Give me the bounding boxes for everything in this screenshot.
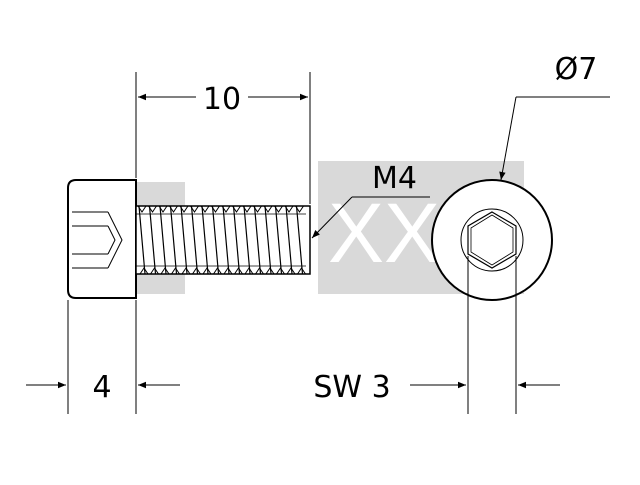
thread-tooth-top	[179, 205, 189, 213]
thread-tooth-top	[253, 205, 262, 213]
thread-tooth-bottom	[171, 267, 180, 275]
thread-tooth-bottom	[192, 267, 201, 275]
head-height-label: 4	[92, 370, 111, 405]
thread-tooth-bottom	[150, 267, 159, 275]
thread-crest	[232, 205, 241, 275]
thread-tooth-top	[284, 205, 294, 213]
thread-label: M4	[372, 161, 417, 196]
thread-tooth-top	[148, 205, 157, 213]
thread-tooth-top	[190, 205, 199, 213]
thread-tooth-top	[274, 205, 283, 213]
thread-crest	[295, 205, 304, 275]
screw-end-view	[431, 179, 553, 301]
thread-tooth-top	[221, 205, 231, 213]
thread-crest	[285, 205, 293, 275]
diameter-callout	[499, 96, 610, 181]
socket-cone-inner	[107, 225, 116, 255]
thread-crest	[243, 205, 251, 275]
hex-socket-outer	[467, 211, 517, 269]
head-outer-circle	[431, 179, 553, 301]
thread-crest	[169, 205, 178, 275]
thread-tooth-bottom	[139, 267, 149, 275]
thread-crest	[138, 205, 146, 275]
dimension-length	[135, 72, 311, 204]
hex-socket-inner	[470, 214, 514, 266]
thread-tooth-top	[232, 205, 241, 213]
thread-tooth-bottom	[160, 267, 170, 275]
thread-crest	[201, 205, 209, 275]
thread-crest	[159, 205, 167, 275]
diameter-leader	[499, 96, 517, 181]
thread-tooth-bottom	[255, 267, 264, 275]
shaft-outline	[135, 205, 311, 275]
hex-socket-label: SW 3	[313, 370, 390, 405]
thread-tooth-top	[263, 205, 273, 213]
length-label: 10	[203, 82, 241, 117]
thread-crest	[222, 205, 230, 275]
thread-callout	[311, 196, 430, 239]
thread-tooth-bottom	[234, 267, 243, 275]
screw-head-outline	[67, 179, 137, 299]
thread-tooth-bottom	[213, 267, 222, 275]
thread-tooth-bottom	[244, 267, 254, 275]
thread-tooth-bottom	[181, 267, 191, 275]
socket-cone	[107, 211, 123, 269]
dimension-hex-socket	[410, 256, 560, 414]
thread-tooth-top	[242, 205, 252, 213]
threaded-shaft	[135, 205, 311, 275]
thread-tooth-top	[211, 205, 220, 213]
thread-crest	[148, 205, 157, 275]
socket-circle	[460, 208, 524, 272]
thread-tooth-bottom	[276, 267, 285, 275]
thread-crest	[211, 205, 220, 275]
thread-tooth-top	[169, 205, 178, 213]
screw-head-side-view	[67, 179, 137, 299]
thread-tooth-bottom	[286, 267, 296, 275]
thread-pattern	[137, 205, 306, 275]
diameter-label: Ø7	[555, 52, 598, 87]
thread-crest	[253, 205, 262, 275]
thread-callout-leader	[311, 196, 353, 239]
thread-tooth-bottom	[265, 267, 275, 275]
thread-crest	[274, 205, 283, 275]
thread-crest	[190, 205, 199, 275]
thread-tooth-bottom	[223, 267, 233, 275]
thread-crest	[180, 205, 188, 275]
thread-tooth-top	[137, 205, 147, 213]
thread-tooth-top	[158, 205, 168, 213]
thread-tooth-top	[200, 205, 210, 213]
thread-tooth-bottom	[202, 267, 212, 275]
thread-tooth-top	[295, 205, 304, 213]
dimension-head-height	[26, 300, 180, 414]
thread-crest	[264, 205, 272, 275]
thread-tooth-bottom	[297, 267, 306, 275]
